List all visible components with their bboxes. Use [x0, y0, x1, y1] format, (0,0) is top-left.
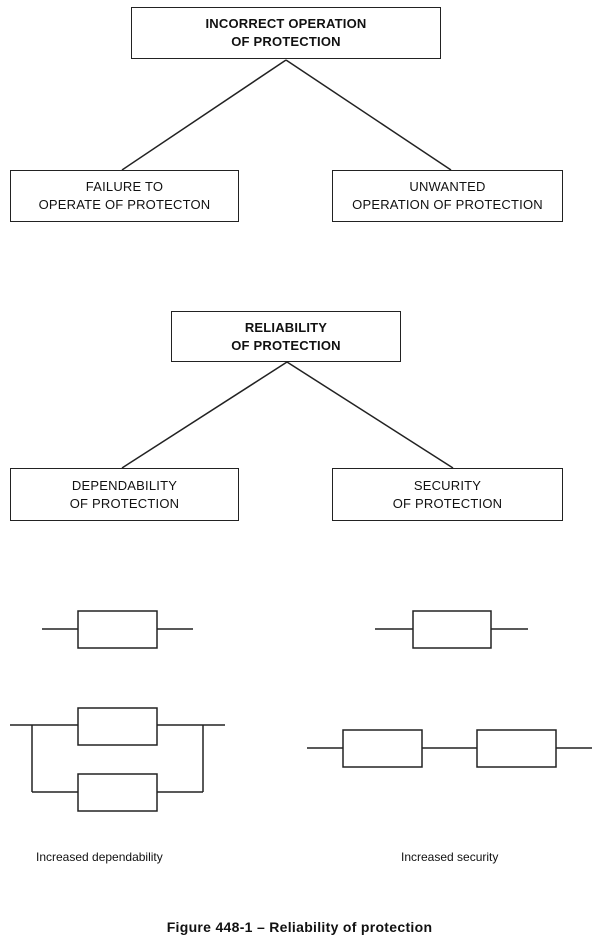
component-series-first	[342, 729, 423, 768]
incorrect-operation-line2: OF PROTECTION	[231, 34, 341, 49]
dependability-line1: DEPENDABILITY	[71, 477, 178, 493]
component-single-right	[412, 610, 492, 649]
component-single-left	[77, 610, 158, 649]
incorrect-operation-line1: INCORRECT OPERATION	[205, 16, 367, 31]
unwanted-operation-line1: UNWANTED	[409, 179, 486, 194]
component-parallel-bottom	[77, 773, 158, 812]
security-line1: SECURITY	[413, 477, 482, 493]
connector-t2-left	[121, 361, 288, 469]
incorrect-operation-box: INCORRECT OPERATION OF PROTECTION	[131, 7, 441, 59]
figure-caption: Figure 448-1 – Reliability of protection	[166, 919, 433, 935]
security-line2: OF PROTECTION	[392, 495, 503, 511]
increased-dependability-caption: Increased dependability	[36, 850, 163, 864]
unwanted-operation-line2: OPERATION OF PROTECTION	[352, 197, 543, 212]
failure-to-operate-line2: OPERATE OF PROTECTON	[38, 197, 211, 212]
reliability-box: RELIABILITY OF PROTECTION	[171, 311, 401, 362]
security-box: SECURITY OF PROTECTION	[332, 468, 563, 521]
dependability-box: DEPENDABILITY OF PROTECTION	[10, 468, 239, 521]
dependability-line2: OF PROTECTION	[69, 495, 180, 511]
failure-to-operate-line1: FAILURE TO	[85, 179, 164, 194]
reliability-line2: OF PROTECTION	[231, 337, 341, 353]
connector-t1-left	[121, 59, 287, 171]
increased-security-caption: Increased security	[401, 850, 499, 864]
unwanted-operation-box: UNWANTED OPERATION OF PROTECTION	[332, 170, 563, 222]
connector-t2-right	[286, 361, 454, 469]
component-parallel-top	[77, 707, 158, 746]
failure-to-operate-box: FAILURE TO OPERATE OF PROTECTON	[10, 170, 239, 222]
connector-t1-right	[285, 59, 452, 171]
reliability-line1: RELIABILITY	[244, 319, 328, 335]
component-series-second	[476, 729, 557, 768]
